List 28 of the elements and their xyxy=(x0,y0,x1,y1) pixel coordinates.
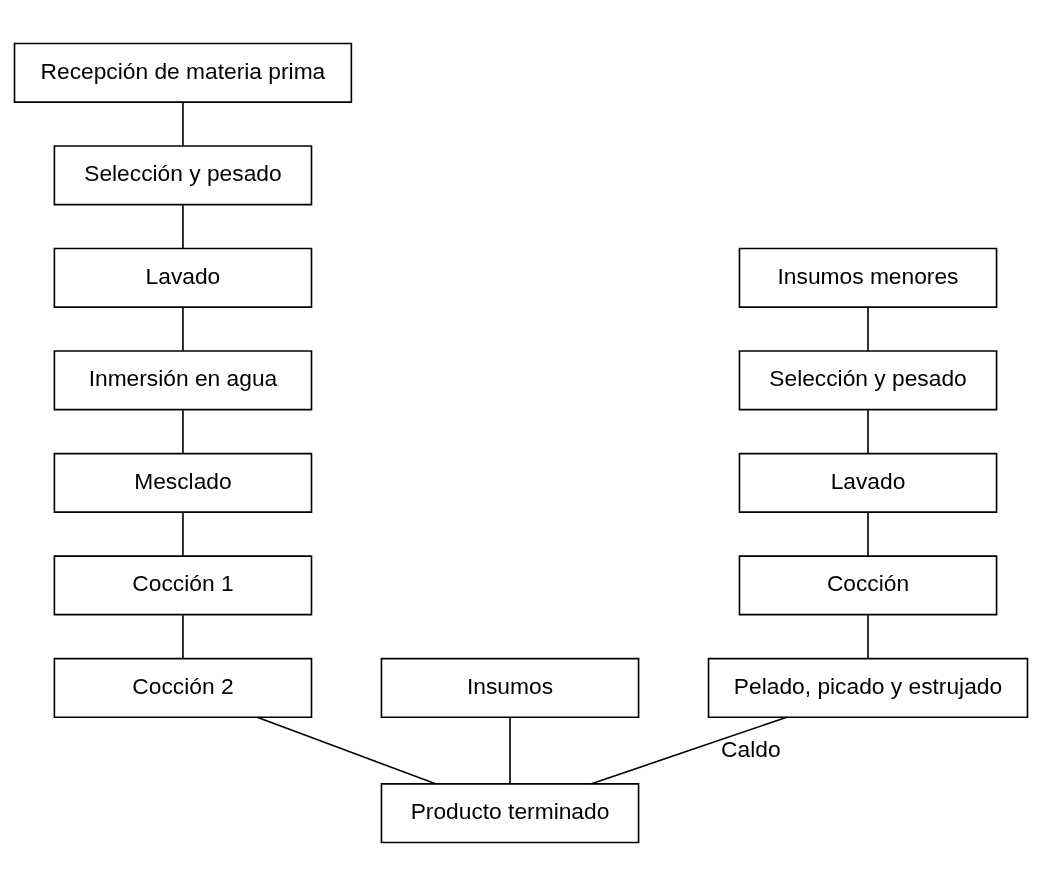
edge-label: Caldo xyxy=(721,735,781,762)
connector xyxy=(867,614,869,660)
node-box: Mesclado xyxy=(53,452,313,513)
node-box: Cocción 2 xyxy=(53,657,313,718)
connector xyxy=(182,101,184,147)
connector xyxy=(590,716,788,785)
node-box: Cocción 1 xyxy=(53,555,313,616)
connector xyxy=(182,409,184,455)
connector xyxy=(867,511,869,557)
node-box: Recepción de materia prima xyxy=(13,42,353,103)
connector xyxy=(182,614,184,660)
connector xyxy=(182,306,184,352)
node-box: Pelado, picado y estrujado xyxy=(707,657,1029,718)
connector xyxy=(182,204,184,250)
node-box: Selección y pesado xyxy=(53,145,313,206)
connector xyxy=(867,306,869,352)
node-box: Insumos menores xyxy=(738,247,998,308)
connector xyxy=(256,716,437,785)
node-box: Lavado xyxy=(738,452,998,513)
node-box: Inmersión en agua xyxy=(53,350,313,411)
node-box: Selección y pesado xyxy=(738,350,998,411)
node-box: Producto terminado xyxy=(380,783,640,844)
node-box: Insumos xyxy=(380,657,640,718)
connector xyxy=(867,409,869,455)
node-box: Lavado xyxy=(53,247,313,308)
connector xyxy=(509,716,511,785)
connector xyxy=(182,511,184,557)
node-box: Cocción xyxy=(738,555,998,616)
